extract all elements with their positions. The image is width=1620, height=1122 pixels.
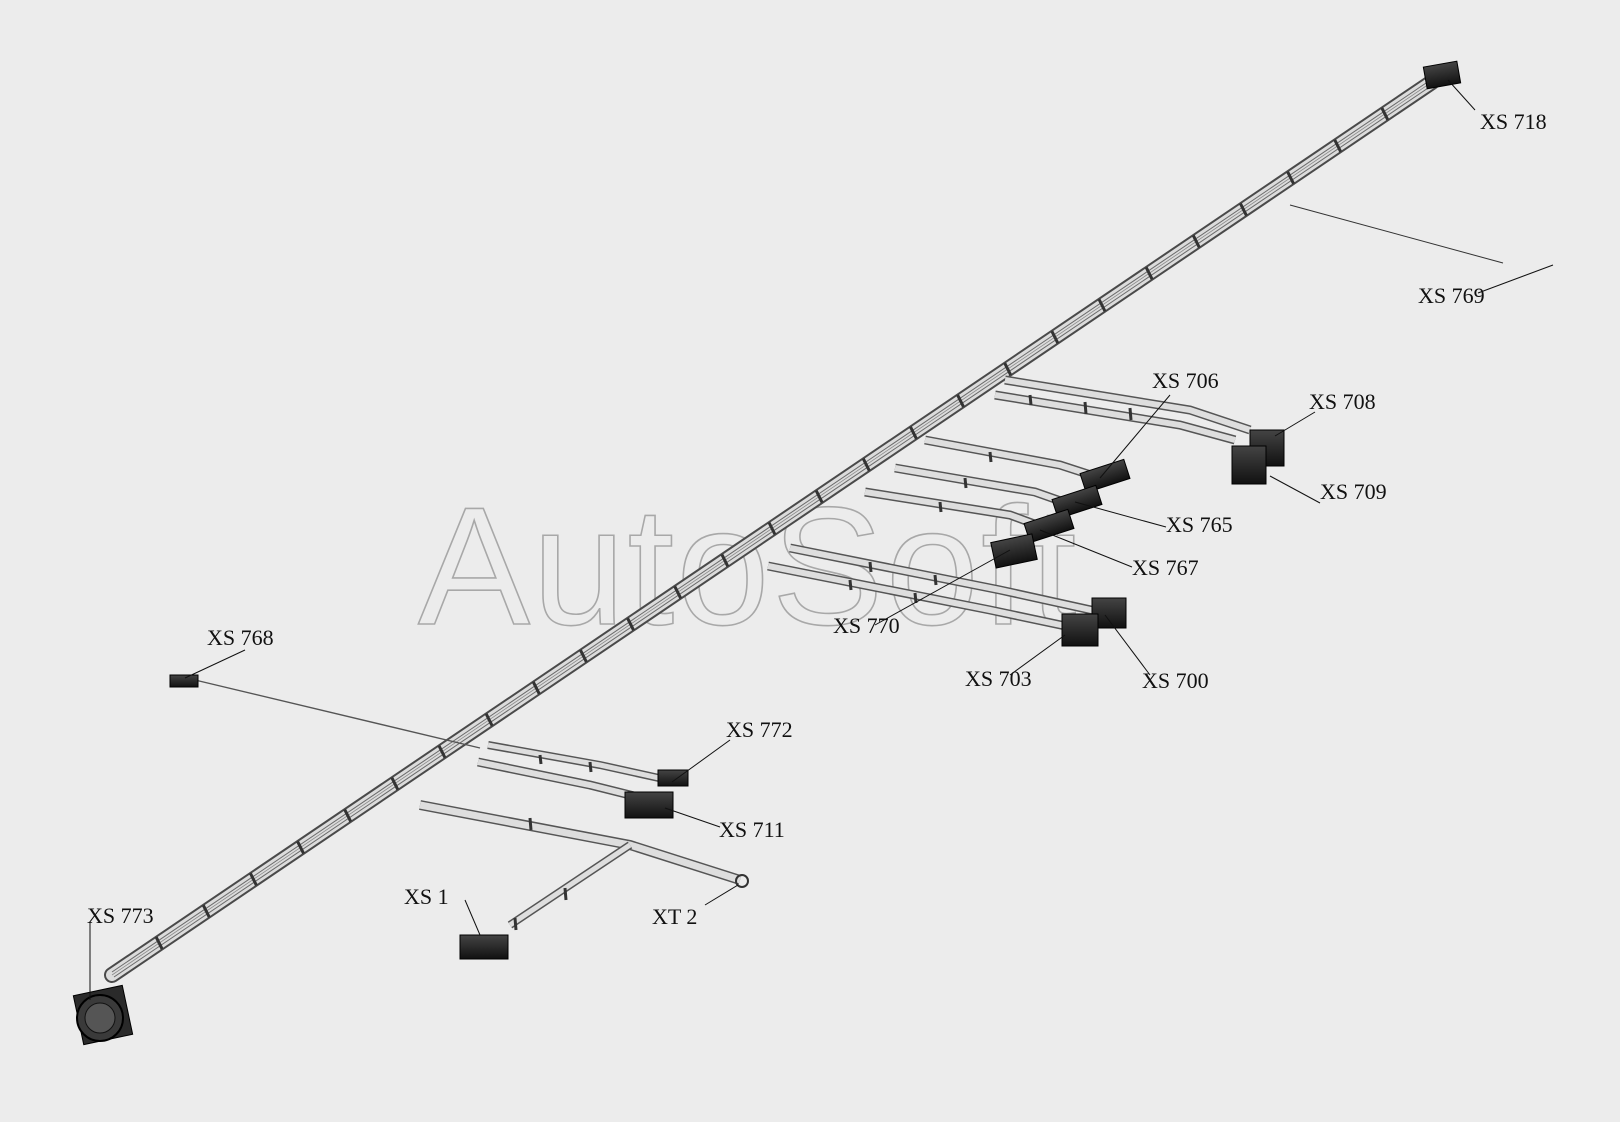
watermark: AutoSoft — [418, 472, 1078, 660]
branch-xs700 — [767, 543, 1101, 633]
connector-xs703 — [1061, 613, 1099, 647]
cable-tie — [201, 904, 211, 918]
label-xs767: XS 767 — [1132, 555, 1199, 580]
cable-tie — [720, 553, 730, 568]
cable-tie — [1003, 362, 1013, 376]
cable-tie — [1333, 139, 1343, 153]
label-xs773: XS 773 — [87, 903, 154, 928]
label-xt2: XT 2 — [652, 904, 697, 929]
cable-tie — [1380, 107, 1390, 121]
label-xs708: XS 708 — [1309, 389, 1376, 414]
branch-xt2 — [419, 800, 742, 931]
connector-labels: XS 718 XS 769 XS 706 XS 708 XS 709 XS 76… — [87, 109, 1547, 929]
cable-tie — [579, 649, 588, 663]
connector-xs767 — [990, 533, 1038, 569]
label-xs772: XS 772 — [726, 717, 793, 742]
cable-tie — [814, 489, 824, 504]
wire-xs768 — [194, 679, 481, 749]
label-xs703: XS 703 — [965, 666, 1032, 691]
cable-tie — [1286, 171, 1295, 185]
label-xs769: XS 769 — [1418, 283, 1485, 308]
cable-tie — [626, 617, 635, 631]
cable-tie — [249, 872, 258, 886]
connector-xs718 — [1422, 60, 1462, 90]
label-xs711: XS 711 — [719, 817, 785, 842]
leader-lines — [89, 79, 1554, 1000]
connector-xs709 — [1231, 445, 1267, 485]
cable-tie — [390, 776, 400, 791]
cable-tie — [909, 426, 918, 440]
label-xs709: XS 709 — [1320, 479, 1387, 504]
cable-tie — [343, 808, 353, 823]
connector-xs773 — [72, 984, 134, 1046]
connector-xs1 — [459, 934, 509, 960]
cable-tie — [1144, 266, 1154, 281]
branch-xs708 — [994, 375, 1252, 445]
connector-xs768 — [169, 674, 199, 688]
label-xs1: XS 1 — [404, 884, 449, 909]
cable-tie — [154, 936, 164, 950]
cable-tie — [673, 585, 683, 599]
cable-tie — [437, 745, 447, 759]
cable-tie — [1097, 298, 1107, 312]
label-xs770: XS 770 — [833, 613, 900, 638]
ring-terminal-xt2 — [735, 874, 749, 888]
connector-xs767-a — [1023, 508, 1075, 544]
connector-xs772 — [657, 769, 689, 787]
label-xs706: XS 706 — [1152, 368, 1219, 393]
cable-tie — [531, 681, 541, 695]
cable-tie — [484, 713, 494, 727]
cable-tie — [1239, 202, 1248, 217]
label-xs700: XS 700 — [1142, 668, 1209, 693]
label-xs765: XS 765 — [1166, 512, 1233, 537]
label-xs718: XS 718 — [1480, 109, 1547, 134]
trunk-cable-ties — [154, 107, 1390, 950]
connector-xs711 — [624, 791, 674, 819]
cable-tie — [767, 521, 777, 536]
connector-xs706 — [1079, 458, 1131, 494]
cable-tie — [296, 840, 305, 855]
label-xs768: XS 768 — [207, 625, 274, 650]
cable-tie — [861, 458, 871, 472]
main-trunk — [104, 74, 1440, 983]
cable-tie — [1191, 234, 1201, 249]
wire-xs769 — [1289, 204, 1504, 264]
cable-tie — [1050, 330, 1060, 344]
cable-tie — [956, 394, 965, 408]
